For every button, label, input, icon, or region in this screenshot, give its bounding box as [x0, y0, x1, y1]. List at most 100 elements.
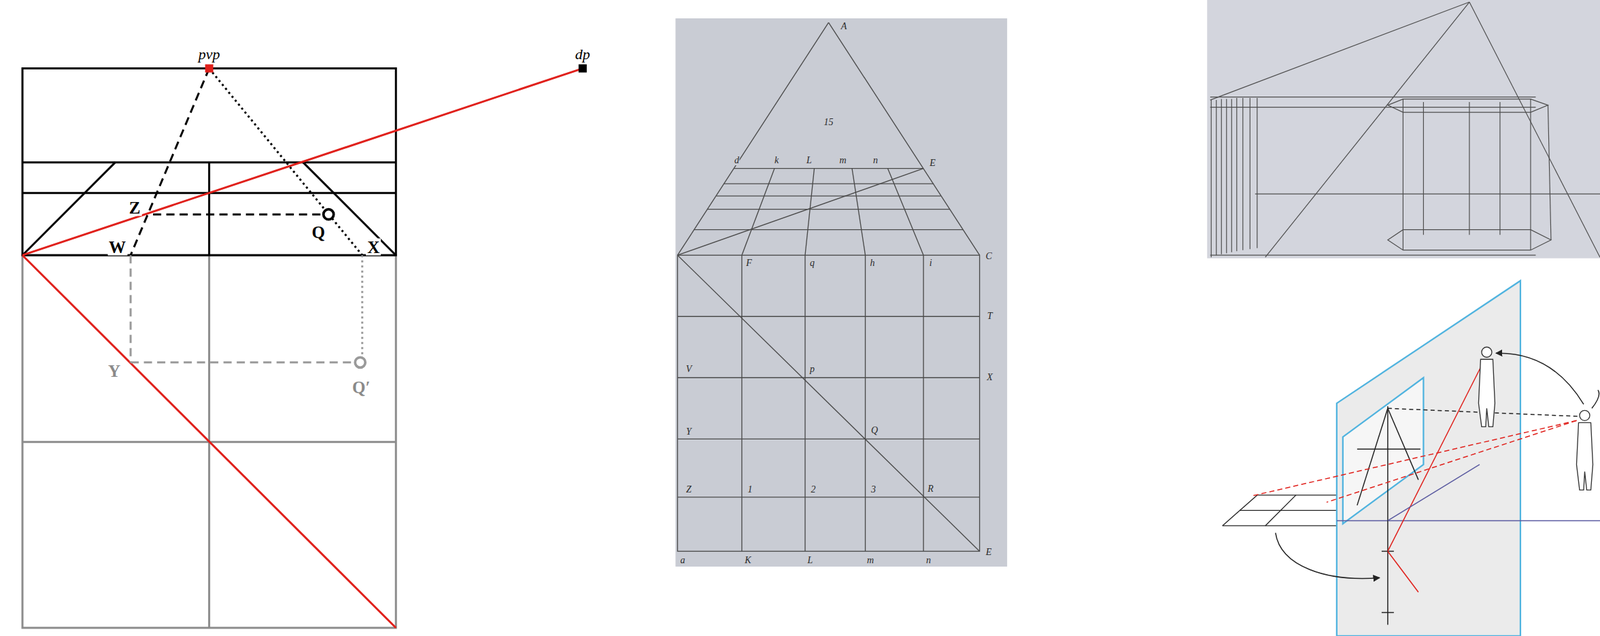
- picture-plane-scheme: [1326, 420, 1577, 502]
- point-label: dp: [573, 46, 592, 62]
- handwritten-label: Z: [685, 484, 693, 495]
- picture-plane-scheme: [1495, 352, 1584, 404]
- picture-plane-scheme: [1222, 495, 1337, 526]
- picture-plane-scheme: [1387, 359, 1486, 551]
- drawing-photo: [677, 438, 980, 440]
- point-label: W: [107, 238, 128, 256]
- picture-frame: [208, 162, 211, 256]
- plan-construction-line: [130, 254, 366, 368]
- drawing-photo: [922, 254, 924, 551]
- drawing-photo: [733, 167, 924, 169]
- picture-plane-scheme: [1251, 420, 1577, 496]
- picture-plane-scheme: [1222, 495, 1258, 526]
- drawing-photo: [723, 182, 934, 184]
- picture-plane-scheme: [1265, 495, 1297, 526]
- plan-construction-line: [130, 361, 355, 364]
- prism-photo: [1423, 101, 1424, 235]
- point-label: pvp: [197, 46, 222, 62]
- drawing-photo: [675, 18, 1008, 567]
- picture-plane-scheme: [1257, 494, 1337, 496]
- diagonal-line: [22, 68, 583, 628]
- picture-plane-scheme: [1239, 509, 1337, 511]
- picture-frame: [22, 68, 396, 256]
- picture-plane-scheme: [1336, 520, 1600, 522]
- drawing-photo: [716, 195, 941, 196]
- picture-plane-scheme: [1387, 550, 1419, 592]
- picture-plane-scheme: [1481, 346, 1492, 357]
- drawing-photo: [852, 168, 866, 256]
- picture-plane-scheme: [1357, 448, 1421, 451]
- picture-plane-scheme: [1222, 280, 1600, 636]
- prism-photo: [1210, 2, 1600, 258]
- prism-photo: [1210, 96, 1537, 98]
- handwritten-label: A: [840, 21, 848, 32]
- handwritten-label: q: [809, 258, 816, 268]
- point-marker: [578, 64, 587, 73]
- handwritten-label: 3: [870, 484, 877, 495]
- prism-photo: [1256, 97, 1258, 249]
- handwritten-label: 2: [810, 484, 817, 495]
- handwritten-label: n: [925, 555, 932, 566]
- diagonal-line: [22, 68, 583, 256]
- point-label: Y: [106, 361, 122, 379]
- handwritten-label: d: [733, 155, 740, 166]
- ground-grid: [22, 254, 396, 628]
- prism-photo: [1236, 97, 1237, 251]
- prism-photo: [1499, 101, 1501, 235]
- prism-photo: [1221, 99, 1222, 255]
- drawing-photo: [677, 22, 829, 255]
- drawing-photo: [741, 254, 742, 551]
- point-label: Q′: [350, 378, 372, 396]
- picture-plane-scheme: [1591, 389, 1600, 408]
- prism-photo: [1210, 254, 1537, 256]
- prism-photo: [1529, 99, 1531, 251]
- prism-photo: [1206, 0, 1600, 259]
- drawing-photo: [677, 168, 924, 256]
- drawing-photo: [677, 22, 980, 551]
- picture-frame: [303, 162, 397, 256]
- point-label: Z: [127, 198, 143, 216]
- picture-plane-scheme: [1579, 410, 1590, 421]
- point-marker: [323, 209, 334, 220]
- drawing-photo: [888, 168, 925, 256]
- drawing-photo: [677, 254, 980, 551]
- picture-plane-scheme: [1387, 405, 1389, 625]
- handwritten-label: Q: [870, 425, 879, 436]
- picture-plane-scheme: [1222, 524, 1337, 526]
- handwritten-label: R: [926, 484, 935, 494]
- picture-plane-scheme: [1478, 359, 1495, 427]
- picture-plane-scheme: [1576, 422, 1593, 490]
- drawing-photo: [677, 316, 980, 317]
- picture-plane-scheme: [1381, 611, 1394, 614]
- diagonal-line: [22, 254, 396, 628]
- prism-photo: [1387, 99, 1549, 113]
- handwritten-label: m: [866, 555, 875, 566]
- picture-plane-scheme: [1342, 377, 1424, 524]
- handwritten-label: i: [928, 258, 933, 268]
- picture-plane-scheme: [1387, 407, 1419, 480]
- construction-line: [209, 68, 363, 256]
- drawing-photo: [805, 168, 815, 256]
- handwritten-label: h: [869, 258, 876, 268]
- picture-plane-scheme: [1387, 464, 1480, 521]
- drawing-photo: [677, 254, 980, 551]
- drawing-photo: [677, 377, 980, 379]
- handwritten-label: E: [985, 547, 993, 557]
- point-marker: [205, 64, 214, 73]
- handwritten-label: T: [986, 311, 994, 321]
- handwritten-label: F: [745, 258, 753, 268]
- prism-photo: [1469, 2, 1600, 258]
- plan-construction-line: [361, 254, 364, 357]
- prism-photo: [1547, 105, 1552, 241]
- picture-plane-scheme: [1478, 346, 1593, 490]
- handwritten-label: L: [805, 155, 813, 166]
- drawing-photo: [828, 22, 980, 255]
- prism-photo: [1231, 99, 1233, 253]
- handwritten-label: Y: [685, 427, 693, 437]
- handwritten-label: p: [809, 364, 816, 374]
- prism-photo: [1215, 99, 1217, 255]
- drawing-photo: [693, 229, 963, 230]
- picture-plane-scheme: [1357, 407, 1388, 506]
